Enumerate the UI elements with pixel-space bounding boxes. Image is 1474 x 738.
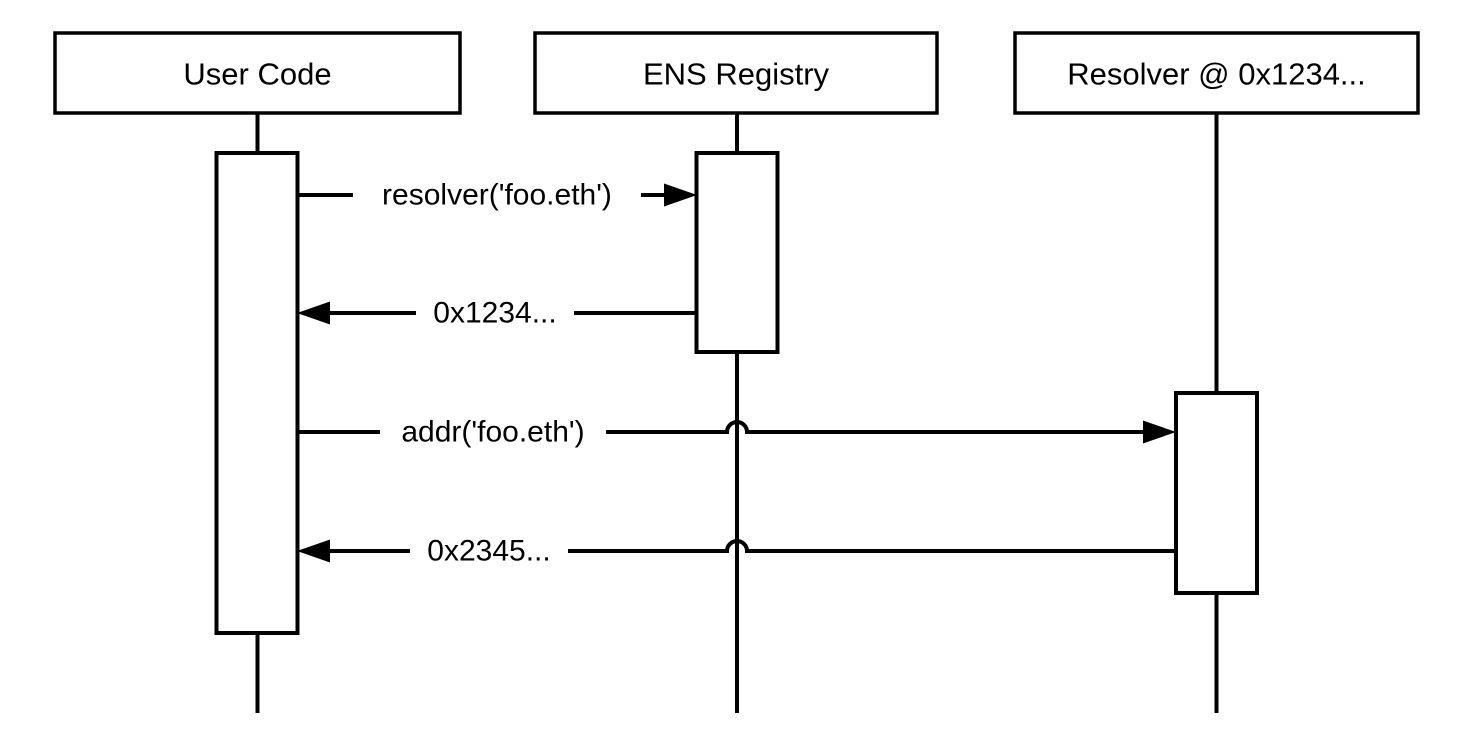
arrowhead-right-icon [664,183,697,207]
message-label-background [410,533,568,569]
message-line-with-hop [297,420,1147,434]
message-addr-call: addr('foo.eth') [297,411,1176,454]
message-label: addr('foo.eth') [401,416,584,449]
message-label-background [353,177,641,213]
message-label: resolver('foo.eth') [382,179,612,212]
actor-user-code: User Code [53,31,462,115]
activation-bar-ens-registry [694,151,780,354]
actor-box-user-code [53,31,462,115]
actor-label-user-code: User Code [183,57,331,92]
message-label: 0x1234... [433,297,556,330]
actor-resolver: Resolver @ 0x1234... [1013,31,1420,115]
message-resolver-call: resolver('foo.eth') [297,174,697,217]
message-label-background [416,295,574,331]
actor-label-resolver: Resolver @ 0x1234... [1067,57,1366,92]
actor-box-resolver [1013,31,1420,115]
actor-label-ens-registry: ENS Registry [643,57,830,92]
actor-box-ens-registry [533,31,939,115]
message-addr-return: 0x2345... [297,530,1176,573]
activation-bar-user-code [214,151,300,635]
arrowhead-right-icon [1143,420,1176,444]
message-resolver-return: 0x1234... [297,292,697,335]
arrowhead-left-icon [297,539,330,563]
message-label-background [380,414,606,450]
arrowhead-left-icon [297,301,330,325]
actor-ens-registry: ENS Registry [533,31,939,115]
activation-bar-resolver [1174,391,1259,595]
message-line-with-hop [326,539,1176,553]
message-label: 0x2345... [427,535,550,568]
